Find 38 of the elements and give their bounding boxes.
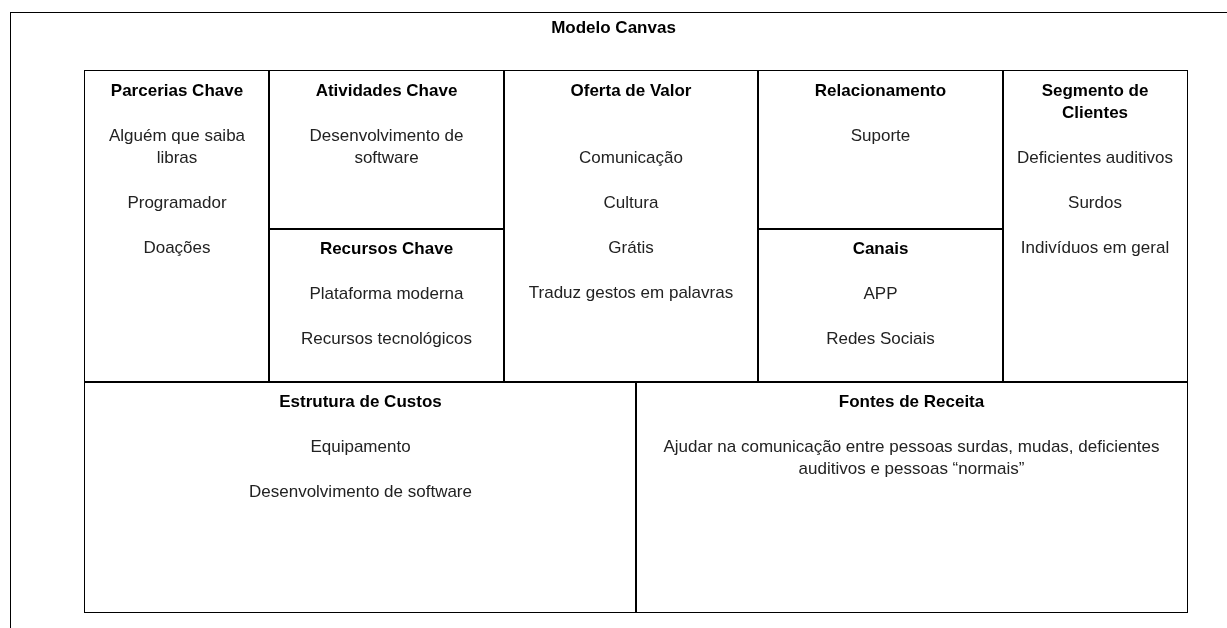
canvas-section (1002, 70, 1188, 383)
canvas-section (757, 228, 1004, 383)
section-heading: Atividades Chave (315, 80, 458, 102)
section-heading: Canais (852, 238, 909, 260)
canvas-section (635, 381, 1188, 613)
canvas-section (757, 70, 1004, 230)
section-heading: Segmento de Clientes (1040, 80, 1150, 124)
section-heading: Oferta de Valor (570, 80, 692, 102)
section-heading: Parcerias Chave (110, 80, 244, 102)
section-item: Suporte (850, 125, 911, 147)
section-item: Equipamento (310, 436, 411, 458)
section-item: Redes Sociais (826, 328, 935, 350)
section-heading: Estrutura de Custos (279, 391, 442, 413)
canvas-section (268, 228, 505, 383)
section-item: Desenvolvimento de software (308, 125, 465, 169)
section-item: Traduz gestos em palavras (528, 282, 734, 304)
section-item: APP (863, 283, 898, 305)
section-item: Programador (127, 192, 227, 214)
section-item: Alguém que saiba libras (107, 125, 247, 169)
section-item: Recursos tecnológicos (301, 328, 472, 350)
section-item: Cultura (603, 192, 659, 214)
canvas-section (84, 381, 637, 613)
section-item: Grátis (608, 237, 654, 259)
canvas-section (268, 70, 505, 230)
canvas-title: Modelo Canvas (550, 18, 677, 38)
section-item: Ajudar na comunicação entre pessoas surdas, mudas, deficientes auditivos e pessoas “normais” (662, 436, 1161, 480)
section-item: Comunicação (579, 147, 683, 169)
section-heading: Fontes de Receita (838, 391, 985, 413)
section-item: Surdos (1068, 192, 1122, 214)
section-item: Desenvolvimento de software (249, 481, 472, 503)
section-item: Deficientes auditivos (1017, 147, 1173, 169)
section-heading: Relacionamento (814, 80, 947, 102)
canvas-section (84, 70, 270, 383)
section-item: Plataforma moderna (309, 283, 464, 305)
section-item: Doações (143, 237, 211, 259)
section-heading: Recursos Chave (319, 238, 454, 260)
canvas-section (503, 70, 759, 383)
section-item: Indivíduos em geral (1020, 237, 1170, 259)
